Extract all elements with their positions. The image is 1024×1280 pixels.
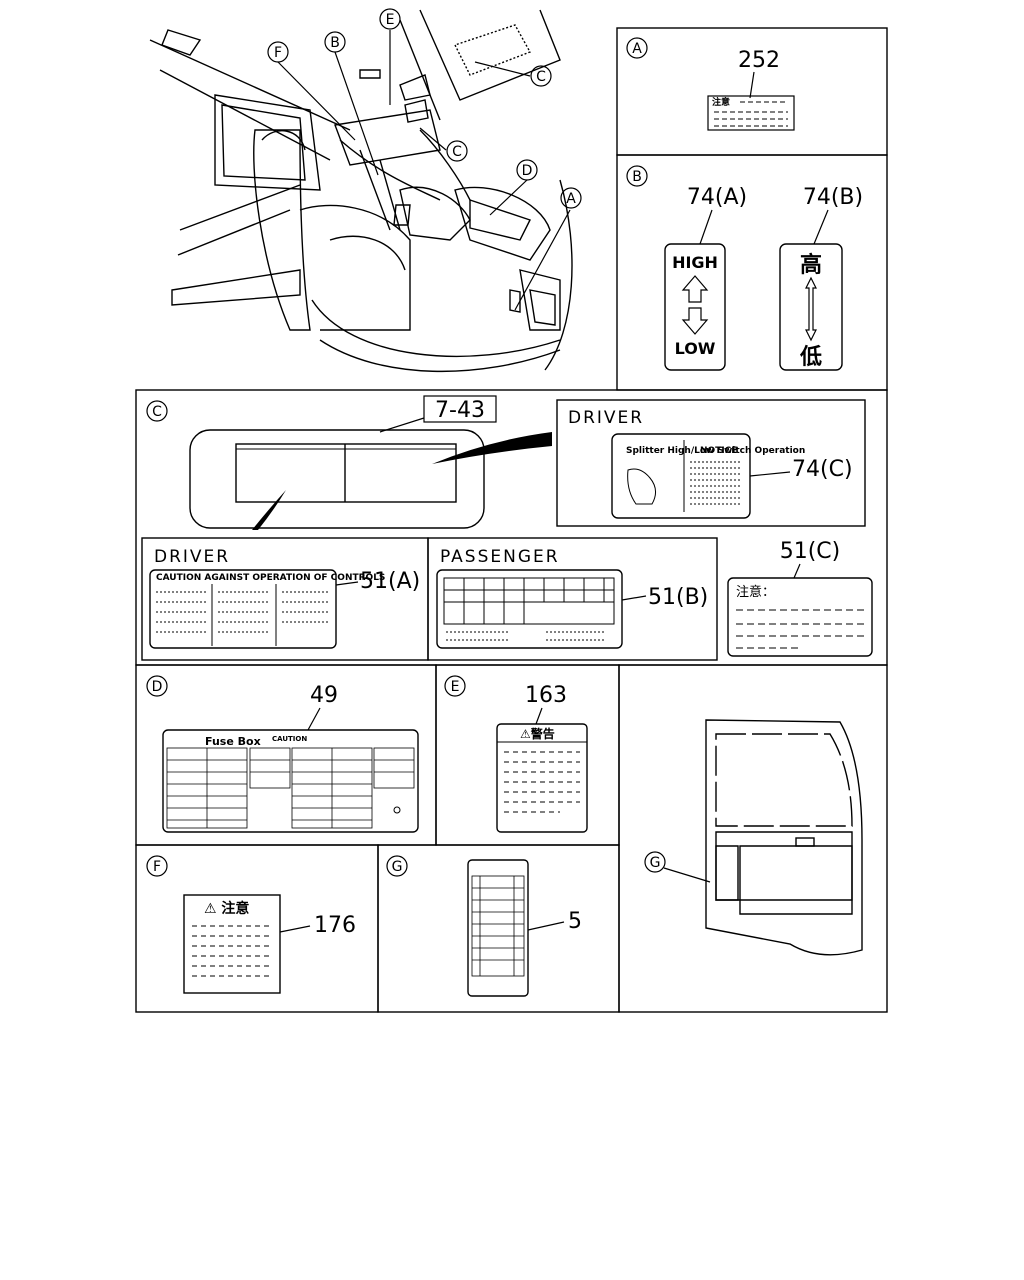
caution-176: ⚠ 注意	[204, 900, 249, 917]
section-f: F ⚠ 注意 176	[146, 855, 356, 994]
door-callout-g: G	[650, 855, 661, 871]
part-51b: 51(B)	[648, 585, 708, 610]
section-b-letter: B	[632, 169, 642, 185]
warning-163: ⚠警告	[520, 726, 555, 741]
section-d-letter: D	[152, 679, 163, 695]
splitter-text: Splitter High/Low Switch Operation	[626, 446, 805, 456]
jp-caution-51c: 注意：	[736, 584, 775, 600]
part-7-43: 7-43	[435, 398, 485, 423]
overview-callout-b: B	[330, 35, 340, 51]
part-163: 163	[525, 683, 567, 708]
label-high-text: HIGH	[672, 253, 718, 272]
section-f-letter: F	[153, 859, 161, 875]
part-252: 252	[738, 48, 780, 73]
overview-callout-d: D	[522, 163, 533, 179]
fuse-box-title: Fuse Box	[205, 735, 261, 748]
section-g-letter: G	[392, 859, 403, 875]
part-74a: 74(A)	[687, 185, 747, 210]
notice-title: NOTICE	[700, 446, 737, 456]
passenger-heading: PASSENGER	[440, 547, 560, 567]
cab-interior-overview	[149, 9, 573, 373]
label-jp-low: 低	[799, 345, 822, 370]
part-74c: 74(C)	[792, 457, 853, 482]
caution-controls-text: CAUTION AGAINST OPERATION OF CONTROLS	[156, 573, 385, 583]
overview-callout-c2: C	[452, 144, 462, 160]
section-a-letter: A	[632, 41, 642, 57]
part-5: 5	[568, 909, 582, 934]
panel-grid	[135, 27, 888, 1013]
section-e: E 163 ⚠警告	[444, 675, 588, 833]
part-176: 176	[314, 913, 356, 938]
driver-left-heading: DRIVER	[154, 547, 230, 567]
overview-callout-a: A	[566, 191, 576, 207]
label-252-text: 注意	[712, 96, 730, 108]
part-51a: 51(A)	[360, 569, 420, 594]
section-c: C 7-43 DRIVER Splitter High/Low Switch O…	[141, 395, 873, 661]
fuse-box-caution: CAUTION	[272, 735, 307, 743]
part-51c: 51(C)	[780, 539, 841, 564]
section-a: A 252 注意	[626, 37, 795, 131]
overview-callout-c1: C	[536, 69, 546, 85]
section-g: G 5 G	[386, 719, 863, 997]
overview-callout-f: F	[274, 45, 282, 61]
section-d: D 49 Fuse Box CAUTION	[146, 675, 419, 833]
section-b: B 74(A) 74(B) HIGH LOW 高 低	[626, 165, 863, 371]
overview-callout-e: E	[386, 12, 395, 28]
part-74b: 74(B)	[803, 185, 863, 210]
part-49: 49	[310, 683, 338, 708]
driver-top-heading: DRIVER	[568, 408, 644, 428]
section-e-letter: E	[451, 679, 460, 695]
overview-callouts	[267, 8, 582, 311]
label-low-text: LOW	[675, 339, 716, 358]
label-jp-high: 高	[800, 252, 822, 278]
section-c-letter: C	[152, 404, 162, 420]
